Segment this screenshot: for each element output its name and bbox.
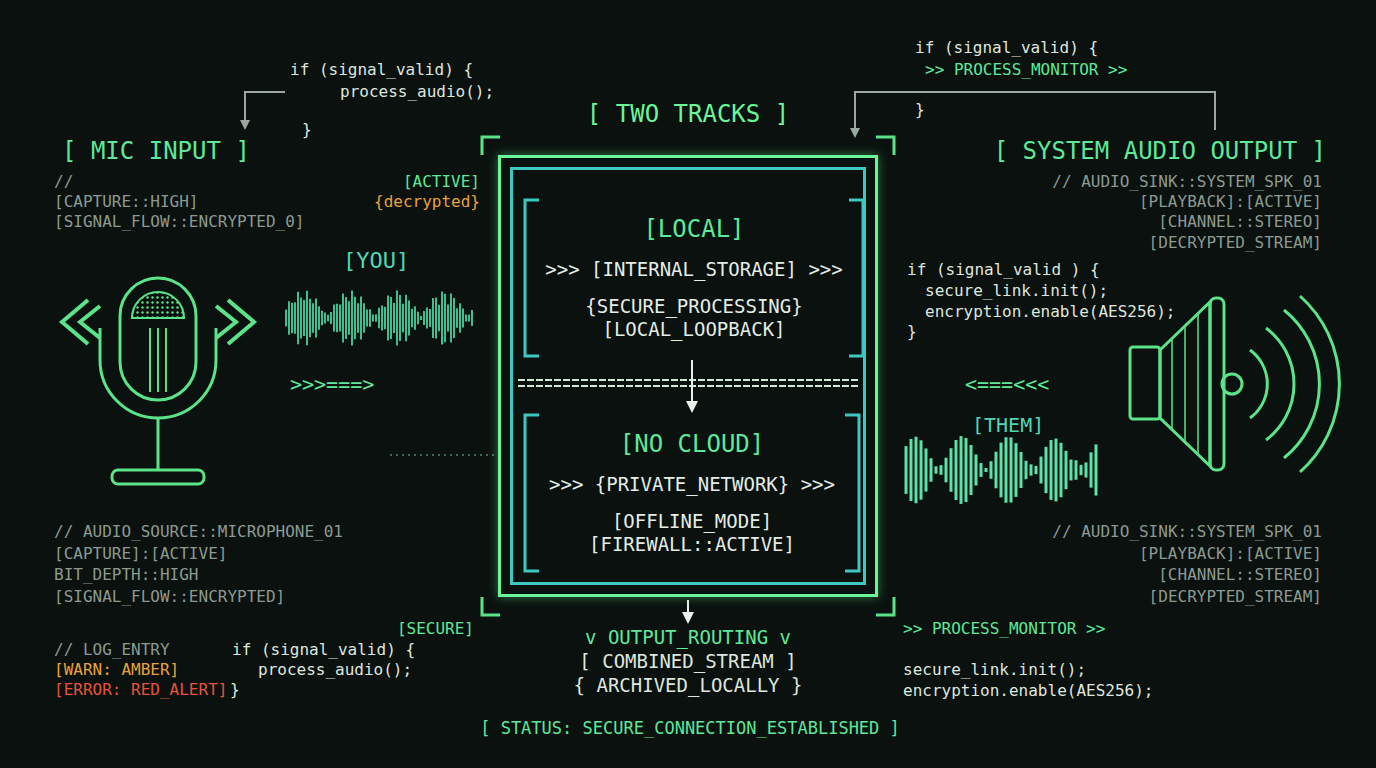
waveform xyxy=(286,290,472,345)
code-label: [PLAYBACK]:[ACTIVE] xyxy=(1139,192,1322,211)
box-text: >>> {PRIVATE_NETWORK} >>> xyxy=(549,473,835,496)
code-label: if (signal_valid) { xyxy=(290,60,473,79)
code-label: >> PROCESS_MONITOR >> xyxy=(925,60,1127,79)
leader-line xyxy=(245,92,285,128)
code-label: // AUDIO_SOURCE::MICROPHONE_01 xyxy=(54,522,343,541)
speaker-icon xyxy=(1130,296,1339,472)
code-label: } xyxy=(915,100,925,119)
box-text: >>> [INTERNAL_STORAGE] >>> xyxy=(545,258,842,281)
output-arrow xyxy=(687,600,689,622)
code-label: if (signal_valid) { xyxy=(915,38,1098,57)
code-label: [ SYSTEM AUDIO OUTPUT ] xyxy=(994,137,1326,166)
code-label: [ERROR: RED_ALERT] xyxy=(54,680,227,699)
code-label: [CAPTURE::HIGH] xyxy=(54,192,199,211)
code-label: [ COMBINED_STREAM ] xyxy=(579,650,796,673)
code-label: secure_link.init(); xyxy=(903,660,1086,679)
code-label: [ACTIVE] xyxy=(403,172,480,191)
code-label: [WARN: AMBER] xyxy=(54,660,179,679)
code-label: >> PROCESS_MONITOR >> xyxy=(903,619,1105,638)
code-label: { ARCHIVED_LOCALLY } xyxy=(574,674,803,697)
dotted-line xyxy=(390,454,498,456)
code-label: [SIGNAL_FLOW::ENCRYPTED_0] xyxy=(54,212,304,231)
flow-arrow xyxy=(691,360,693,411)
box-text: [OFFLINE_MODE] [FIREWALL::ACTIVE] xyxy=(562,510,822,556)
code-label: if (signal_valid) { xyxy=(232,640,415,659)
code-label: [ MIC INPUT ] xyxy=(62,137,250,166)
code-label: [CHANNEL::STEREO] xyxy=(1158,212,1322,231)
microphone-icon xyxy=(100,278,216,484)
code-label: } xyxy=(230,680,240,699)
code-label: // xyxy=(54,172,73,191)
code-label: process_audio(); xyxy=(258,660,412,679)
code-label: >>>===> xyxy=(290,372,374,396)
code-label: BIT_DEPTH::HIGH xyxy=(54,565,199,584)
code-label: [THEM] xyxy=(972,413,1044,437)
code-label: [CAPTURE]:[ACTIVE] xyxy=(54,544,227,563)
track-box: [LOCAL] >>> [INTERNAL_STORAGE] >>> {SECURE… xyxy=(523,198,865,358)
code-label: // AUDIO_SINK::SYSTEM_SPK_01 xyxy=(1052,522,1322,541)
chevrons xyxy=(62,300,254,344)
code-label: } xyxy=(907,322,917,341)
separator-line xyxy=(518,380,858,386)
box-heading: [NO CLOUD] xyxy=(620,430,765,459)
code-label: [SIGNAL_FLOW::ENCRYPTED] xyxy=(54,587,285,606)
code-label: process_audio(); xyxy=(340,82,494,101)
code-label: [SECURE] xyxy=(397,619,474,638)
code-label: <===<<< xyxy=(965,372,1049,396)
code-label: [YOU] xyxy=(343,248,409,274)
code-label: // AUDIO_SINK::SYSTEM_SPK_01 xyxy=(1052,172,1322,191)
waveform xyxy=(906,436,1096,504)
track-box: [NO CLOUD] >>> {PRIVATE_NETWORK} >>> [OFFL… xyxy=(523,413,861,573)
code-label: encryption.enable(AES256); xyxy=(903,681,1153,700)
box-heading: [LOCAL] xyxy=(643,215,744,244)
code-label: [DECRYPTED_STREAM] xyxy=(1149,587,1322,606)
leader-line xyxy=(855,92,1215,136)
code-label: if (signal_valid ) { xyxy=(907,260,1100,279)
outer-frame: [ TWO TRACKS ][LOCAL]>>> [INTERNAL_STORA… xyxy=(498,155,878,597)
code-label: secure_link.init(); xyxy=(925,281,1108,300)
code-label: v OUTPUT_ROUTING v xyxy=(585,626,791,649)
code-label: [CHANNEL::STEREO] xyxy=(1158,565,1322,584)
code-label: {decrypted} xyxy=(374,192,480,211)
code-label: [ STATUS: SECURE_CONNECTION_ESTABLISHED … xyxy=(480,718,900,738)
frame-heading: [ TWO TRACKS ] xyxy=(587,100,789,129)
code-label: [PLAYBACK]:[ACTIVE] xyxy=(1139,544,1322,563)
box-text: {SECURE_PROCESSING} [LOCAL_LOOPBACK] xyxy=(564,295,824,341)
code-label: // LOG_ENTRY xyxy=(54,640,170,659)
code-label: encryption.enable(AES256); xyxy=(925,302,1175,321)
code-label: [DECRYPTED_STREAM] xyxy=(1149,233,1322,252)
corner-brackets xyxy=(482,137,894,615)
code-label: } xyxy=(302,120,312,139)
